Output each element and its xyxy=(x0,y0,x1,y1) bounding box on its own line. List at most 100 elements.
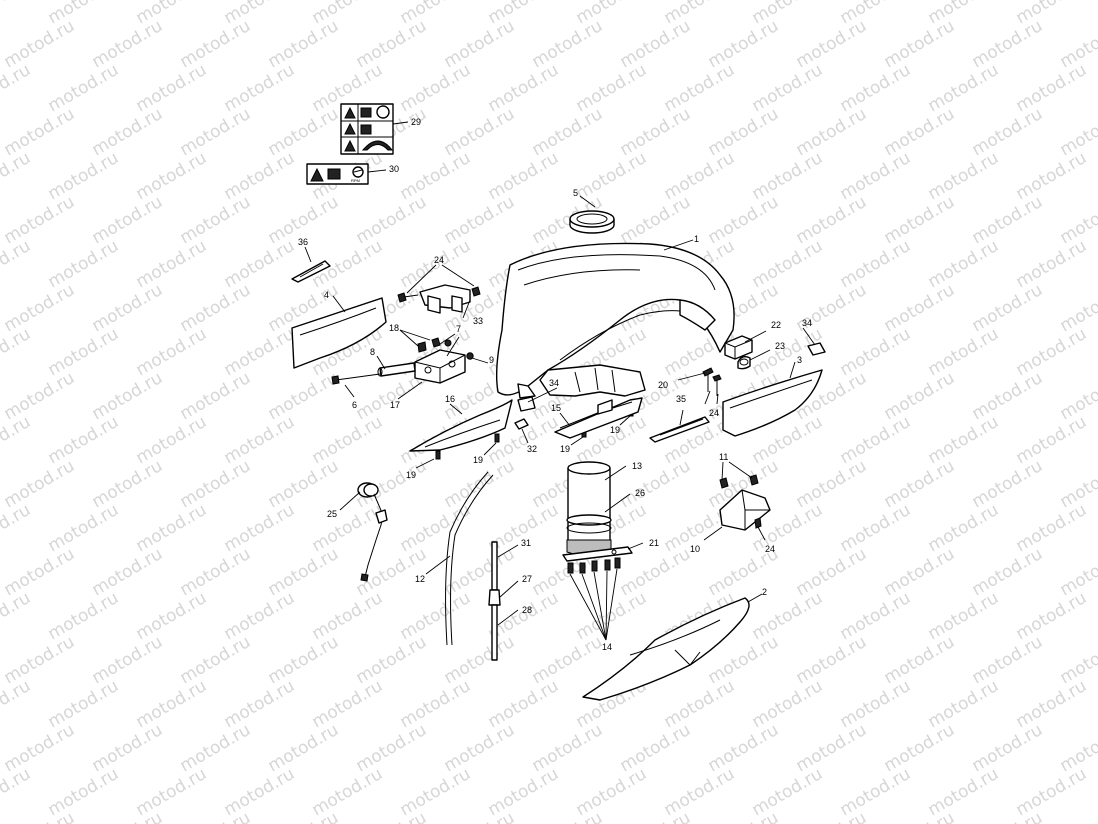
callout-25: 25 xyxy=(327,509,337,519)
watermark-text: motod.ru xyxy=(1,720,79,776)
callout-30: 30 xyxy=(389,164,399,174)
center-bracket xyxy=(554,397,643,439)
watermark-text: motod.ru xyxy=(441,16,519,72)
watermark-text: motod.ru xyxy=(485,148,563,204)
watermark-text: motod.ru xyxy=(89,192,167,248)
watermark-text: motod.ru xyxy=(925,148,1003,204)
watermark-text: motod.ru xyxy=(529,808,607,824)
watermark-text: motod.ru xyxy=(705,808,783,824)
watermark-text: motod.ru xyxy=(1,280,79,336)
watermark-text: motod.ru xyxy=(793,720,871,776)
watermark-text: motod.ru xyxy=(353,808,431,824)
watermark-text: motod.ru xyxy=(133,236,211,292)
watermark-text: motod.ru xyxy=(177,456,255,512)
watermark-text: motod.ru xyxy=(353,632,431,688)
watermark-text: motod.ru xyxy=(1013,324,1091,380)
callout-16: 16 xyxy=(445,394,455,404)
watermark-text: motod.ru xyxy=(265,16,343,72)
bracket-right xyxy=(719,474,771,531)
watermark-text: motod.ru xyxy=(133,324,211,380)
lower-tank-panel xyxy=(582,597,750,701)
callout-4: 4 xyxy=(324,290,329,300)
watermark-text: motod.ru xyxy=(265,456,343,512)
watermark-text: motod.ru xyxy=(705,720,783,776)
watermark-text: motod.ru xyxy=(969,16,1047,72)
watermark-text: motod.ru xyxy=(925,500,1003,556)
watermark-text: motod.ru xyxy=(89,544,167,600)
rpm-gauge-icon xyxy=(352,166,364,178)
manual-book-icon xyxy=(360,124,372,135)
watermark-text: motod.ru xyxy=(925,588,1003,644)
watermark-text: motod.ru xyxy=(45,764,123,820)
watermark-text: motod.ru xyxy=(837,324,915,380)
callout-22: 22 xyxy=(771,320,781,330)
watermark-text: motod.ru xyxy=(441,104,519,160)
trim-panel-left xyxy=(409,399,513,452)
watermark-text: motod.ru xyxy=(969,280,1047,336)
watermark-text: motod.ru xyxy=(837,764,915,820)
watermark-text: motod.ru xyxy=(45,588,123,644)
watermark-text: motod.ru xyxy=(1,16,79,72)
watermark-text: motod.ru xyxy=(45,60,123,116)
callout-18: 18 xyxy=(389,323,399,333)
callout-35: 35 xyxy=(676,394,686,404)
manual-book-icon xyxy=(327,168,341,180)
rpm-warning-label: RPM xyxy=(306,163,369,185)
watermark-text: motod.ru xyxy=(265,808,343,824)
watermark-text: motod.ru xyxy=(793,192,871,248)
callout-24c: 24 xyxy=(765,544,775,554)
watermark-text: motod.ru xyxy=(617,104,695,160)
watermark-text: motod.ru xyxy=(265,544,343,600)
watermark-text: motod.ru xyxy=(749,236,827,292)
watermark-text: motod.ru xyxy=(881,456,959,512)
watermark-text: motod.ru xyxy=(353,192,431,248)
watermark-text: motod.ru xyxy=(177,104,255,160)
rpm-text: RPM xyxy=(351,178,360,183)
watermark-text: motod.ru xyxy=(969,720,1047,776)
watermark-text: motod.ru xyxy=(0,676,34,732)
watermark-text: motod.ru xyxy=(441,192,519,248)
mounting-plate xyxy=(562,546,633,562)
watermark-text: motod.ru xyxy=(661,676,739,732)
watermark-text: motod.ru xyxy=(309,764,387,820)
watermark-text: motod.ru xyxy=(1,544,79,600)
callout-32: 32 xyxy=(527,444,537,454)
long-bolt xyxy=(331,373,381,385)
rubber-strip xyxy=(649,416,710,443)
watermark-text: motod.ru xyxy=(1,192,79,248)
callout-12: 12 xyxy=(415,574,425,584)
watermark-text: motod.ru xyxy=(397,764,475,820)
watermark-text: motod.ru xyxy=(881,192,959,248)
watermark-text: motod.ru xyxy=(0,236,34,292)
callout-34a: 34 xyxy=(549,378,559,388)
watermark-text: motod.ru xyxy=(45,236,123,292)
watermark-text: motod.ru xyxy=(89,280,167,336)
watermark-text: motod.ru xyxy=(617,808,695,824)
watermark-text: motod.ru xyxy=(397,60,475,116)
watermark-text: motod.ru xyxy=(925,412,1003,468)
watermark-text: motod.ru xyxy=(309,676,387,732)
trim-clip xyxy=(291,260,331,283)
watermark-text: motod.ru xyxy=(925,236,1003,292)
small-clip xyxy=(514,418,529,430)
watermark-text: motod.ru xyxy=(969,192,1047,248)
callout-10: 10 xyxy=(690,544,700,554)
watermark-text: motod.ru xyxy=(45,500,123,556)
watermark-text: motod.ru xyxy=(881,632,959,688)
watermark-text: motod.ru xyxy=(309,412,387,468)
callout-34b: 34 xyxy=(802,318,812,328)
watermark-text: motod.ru xyxy=(881,544,959,600)
watermark-text: motod.ru xyxy=(45,676,123,732)
watermark-text: motod.ru xyxy=(969,368,1047,424)
watermark-text: motod.ru xyxy=(969,104,1047,160)
watermark-text: motod.ru xyxy=(397,500,475,556)
watermark-text: motod.ru xyxy=(1013,500,1091,556)
callout-24b: 24 xyxy=(709,408,719,418)
callout-3: 3 xyxy=(797,355,802,365)
watermark-text: motod.ru xyxy=(221,236,299,292)
watermark-text: motod.ru xyxy=(0,148,34,204)
watermark-text: motod.ru xyxy=(837,148,915,204)
watermark-text: motod.ru xyxy=(45,324,123,380)
